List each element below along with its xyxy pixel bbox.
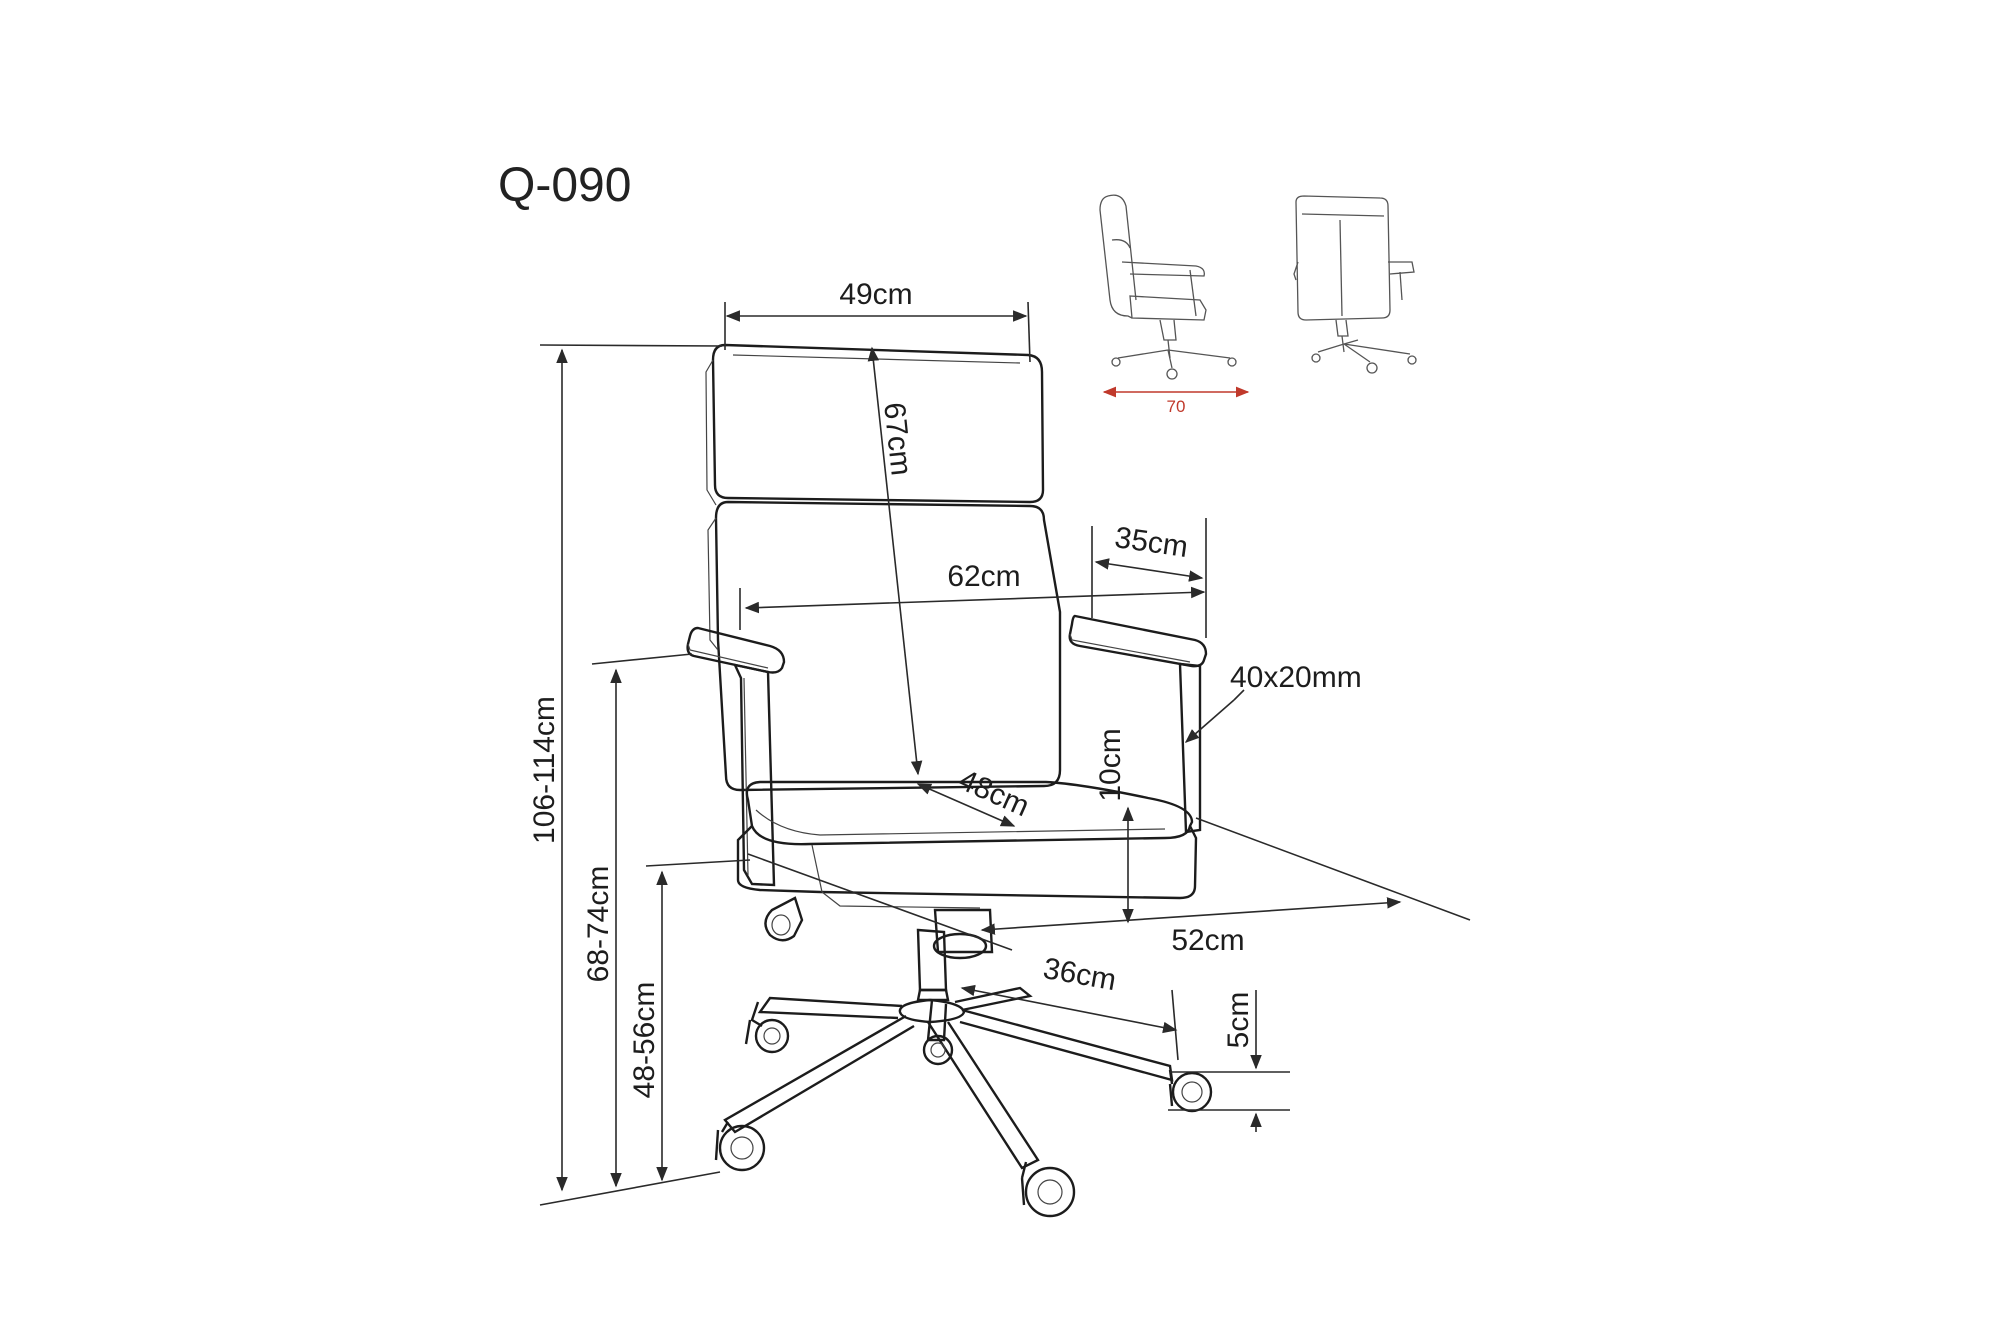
label-overall-width: 62cm [947,560,1020,593]
caster-right [1168,1069,1213,1113]
label-chair-depth: 52cm [1171,924,1244,957]
caster-left [744,1001,790,1054]
label-leg-length: 36cm [1041,952,1119,997]
caster-front-left [714,1121,766,1172]
chair-front-view [686,343,1213,1218]
chair-side-view: 70 [1099,194,1250,416]
label-seat-depth: 48cm [954,763,1034,823]
caster-front [1020,1161,1076,1218]
label-arm-height: 68-74cm [582,866,615,983]
label-caster-height: 5cm [1222,992,1255,1049]
label-side-depth: 70 [1167,397,1186,416]
label-seat-height: 48-56cm [628,982,661,1099]
label-arm-width: 35cm [1113,521,1190,564]
label-total-height: 106-114cm [528,696,561,844]
label-armrest-profile: 40x20mm [1230,661,1362,694]
label-backrest-width: 49cm [839,278,912,311]
label-backrest-height: 67cm [877,401,917,477]
model-title: Q-090 [498,159,632,212]
chair-back-view [1293,195,1417,374]
dimension-lines [539,301,1471,1206]
label-seat-thickness: 10cm [1094,728,1127,801]
caster-back [922,1034,954,1066]
